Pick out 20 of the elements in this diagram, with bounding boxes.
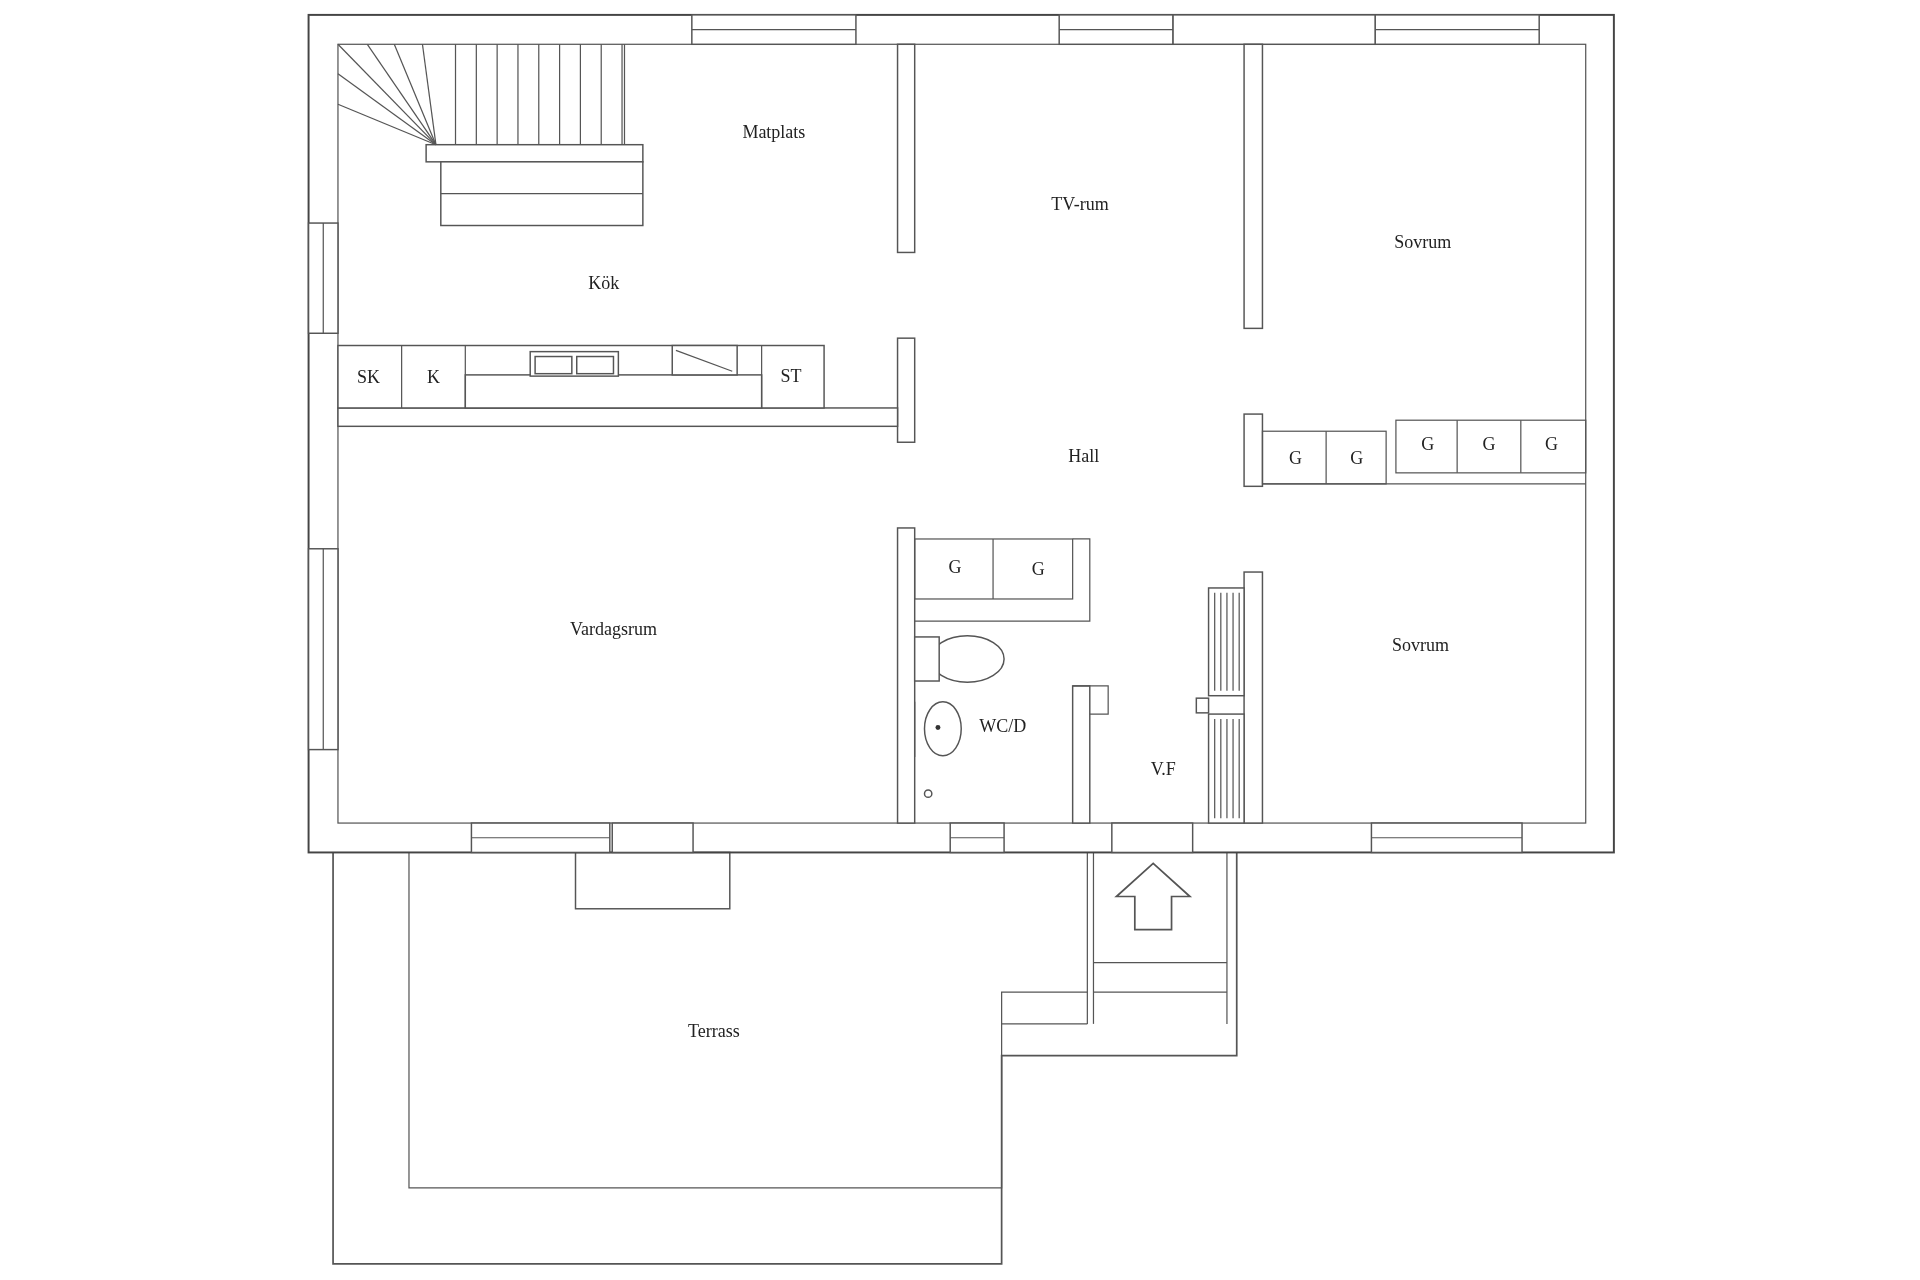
room-label: K bbox=[426, 368, 440, 387]
room-label: G bbox=[1031, 560, 1045, 579]
room-label: G bbox=[1289, 448, 1302, 467]
room-label: Sovrum bbox=[1391, 636, 1449, 655]
room-label: TV-rum bbox=[1051, 195, 1109, 214]
room-label: Sovrum bbox=[1394, 233, 1452, 252]
room-label: G bbox=[1421, 435, 1435, 454]
room-label: G bbox=[948, 557, 962, 576]
room-label: G bbox=[1544, 435, 1558, 454]
room-label: ST bbox=[780, 366, 802, 385]
room-label: G bbox=[1350, 448, 1364, 467]
room-label: Vardagsrum bbox=[570, 620, 657, 639]
room-label: Matplats bbox=[742, 123, 806, 142]
room-label: Kök bbox=[588, 273, 620, 292]
room-label: Terrass bbox=[688, 1022, 740, 1040]
room-label: SK bbox=[357, 368, 381, 387]
room-label: WC/D bbox=[979, 717, 1027, 736]
room-label: V.F bbox=[1150, 759, 1176, 778]
room-label: G bbox=[1482, 435, 1496, 454]
room-label: Hall bbox=[1068, 446, 1100, 465]
